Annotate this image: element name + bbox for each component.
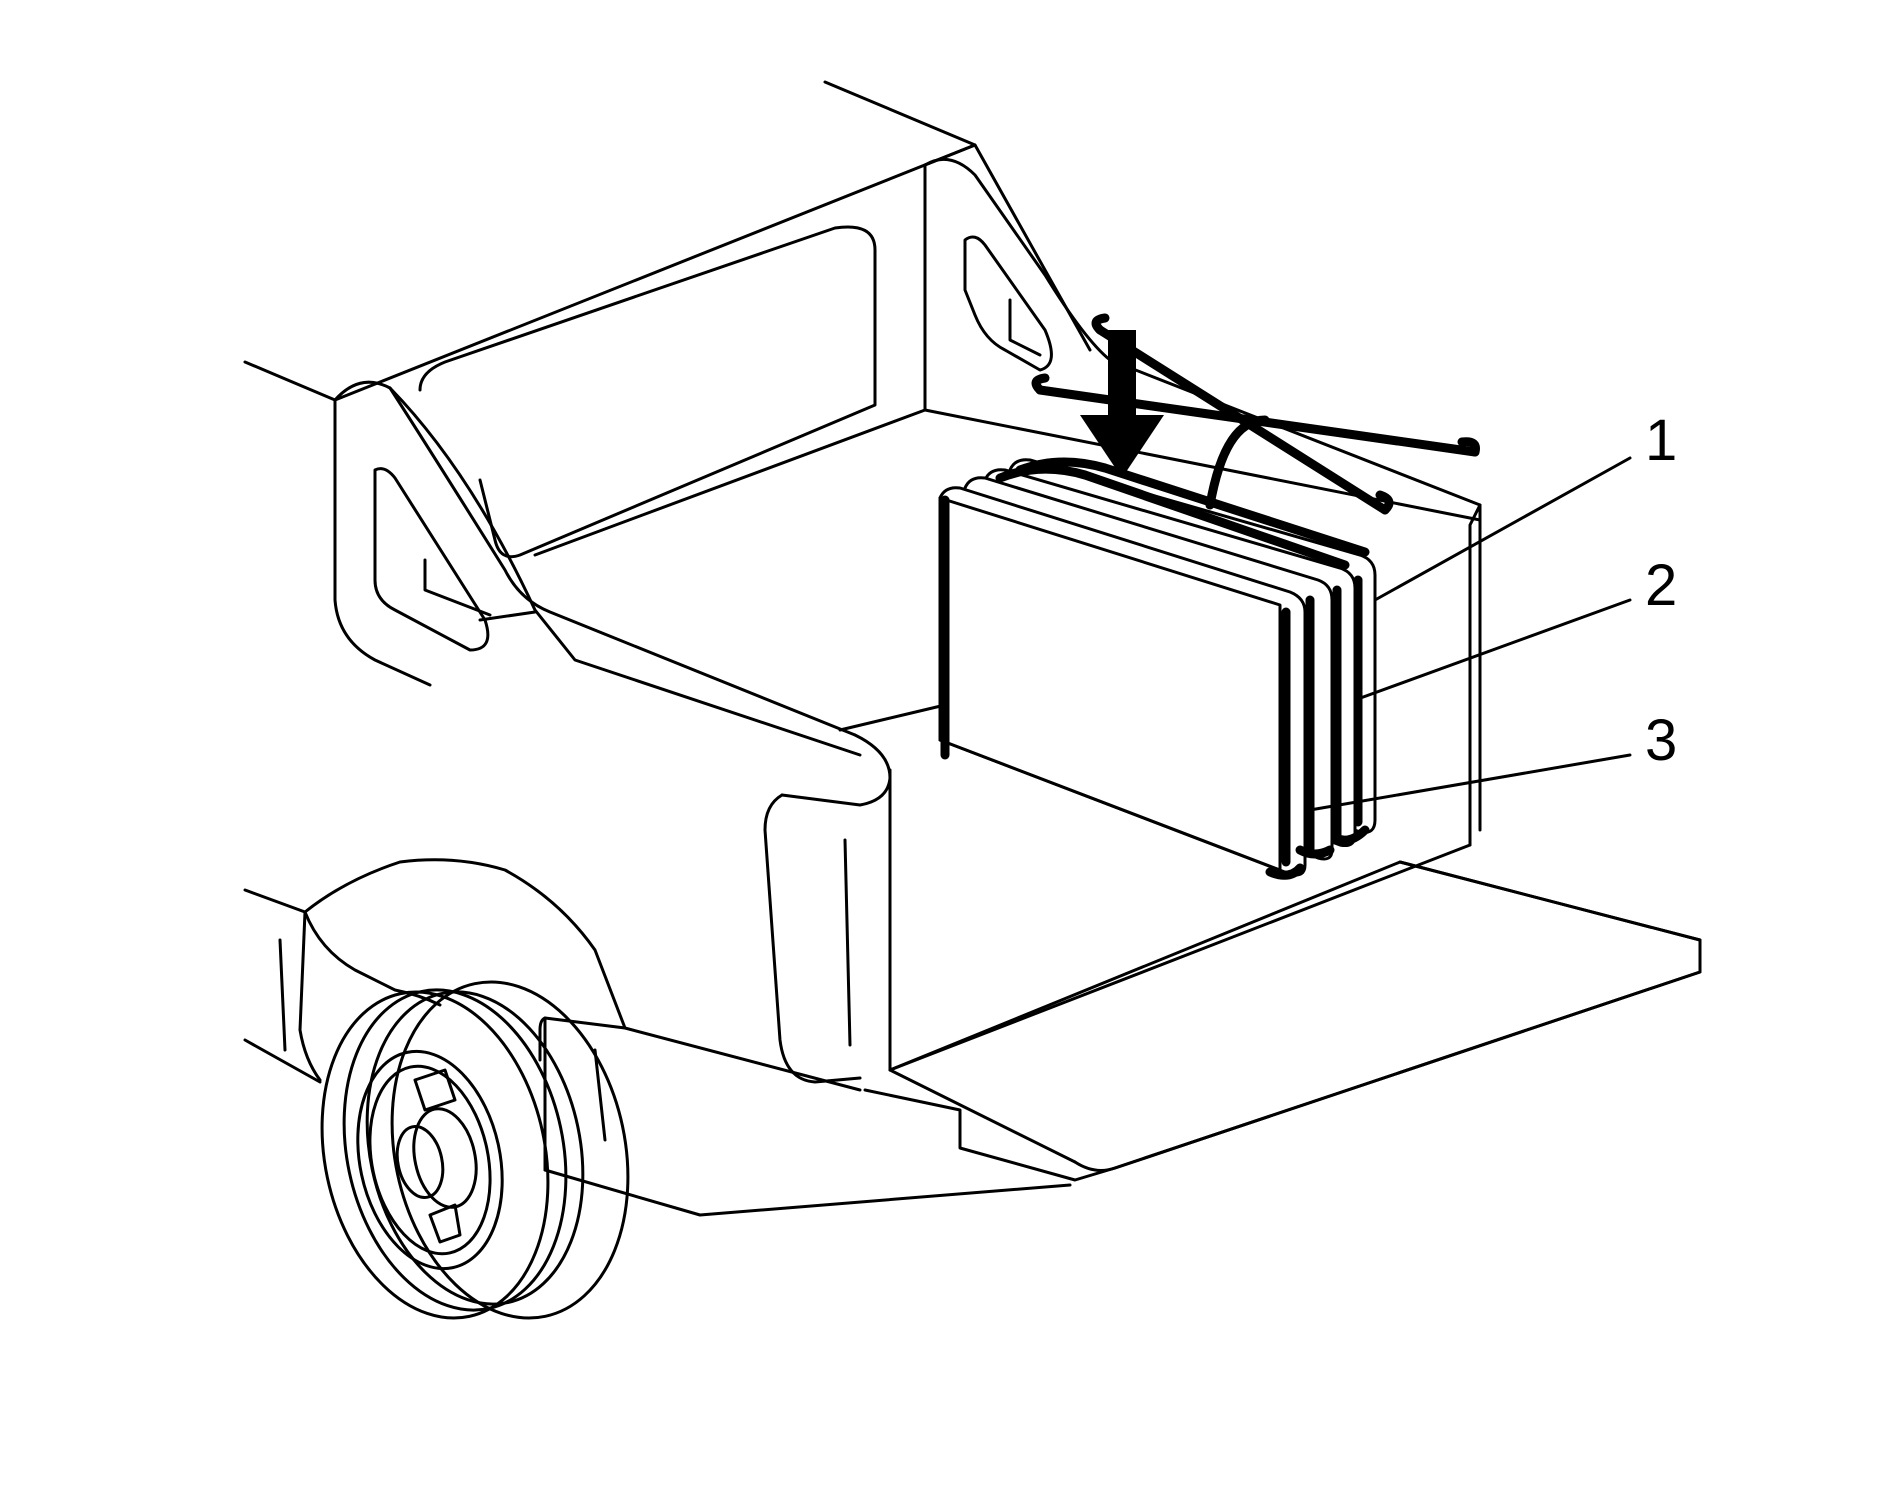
left-bed-side xyxy=(333,380,892,1084)
rear-fender xyxy=(243,858,1072,1217)
down-arrow-icon xyxy=(1080,330,1164,478)
leader-2 xyxy=(1353,598,1632,702)
bed-floor xyxy=(838,703,1472,1072)
leader-3 xyxy=(1308,753,1632,812)
strap-over-panels xyxy=(1205,415,1270,510)
callout-leaders xyxy=(1308,456,1632,812)
rear-wheel xyxy=(320,980,630,1320)
storage-panel-stack xyxy=(938,458,1377,880)
callout-1: 1 xyxy=(1645,408,1677,473)
strap-diagonal xyxy=(1095,325,1390,515)
callout-2: 2 xyxy=(1645,553,1677,618)
leader-1 xyxy=(1373,456,1632,602)
right-bed-side xyxy=(923,157,1482,847)
tailgate xyxy=(863,860,1702,1182)
callout-3: 3 xyxy=(1645,708,1677,773)
